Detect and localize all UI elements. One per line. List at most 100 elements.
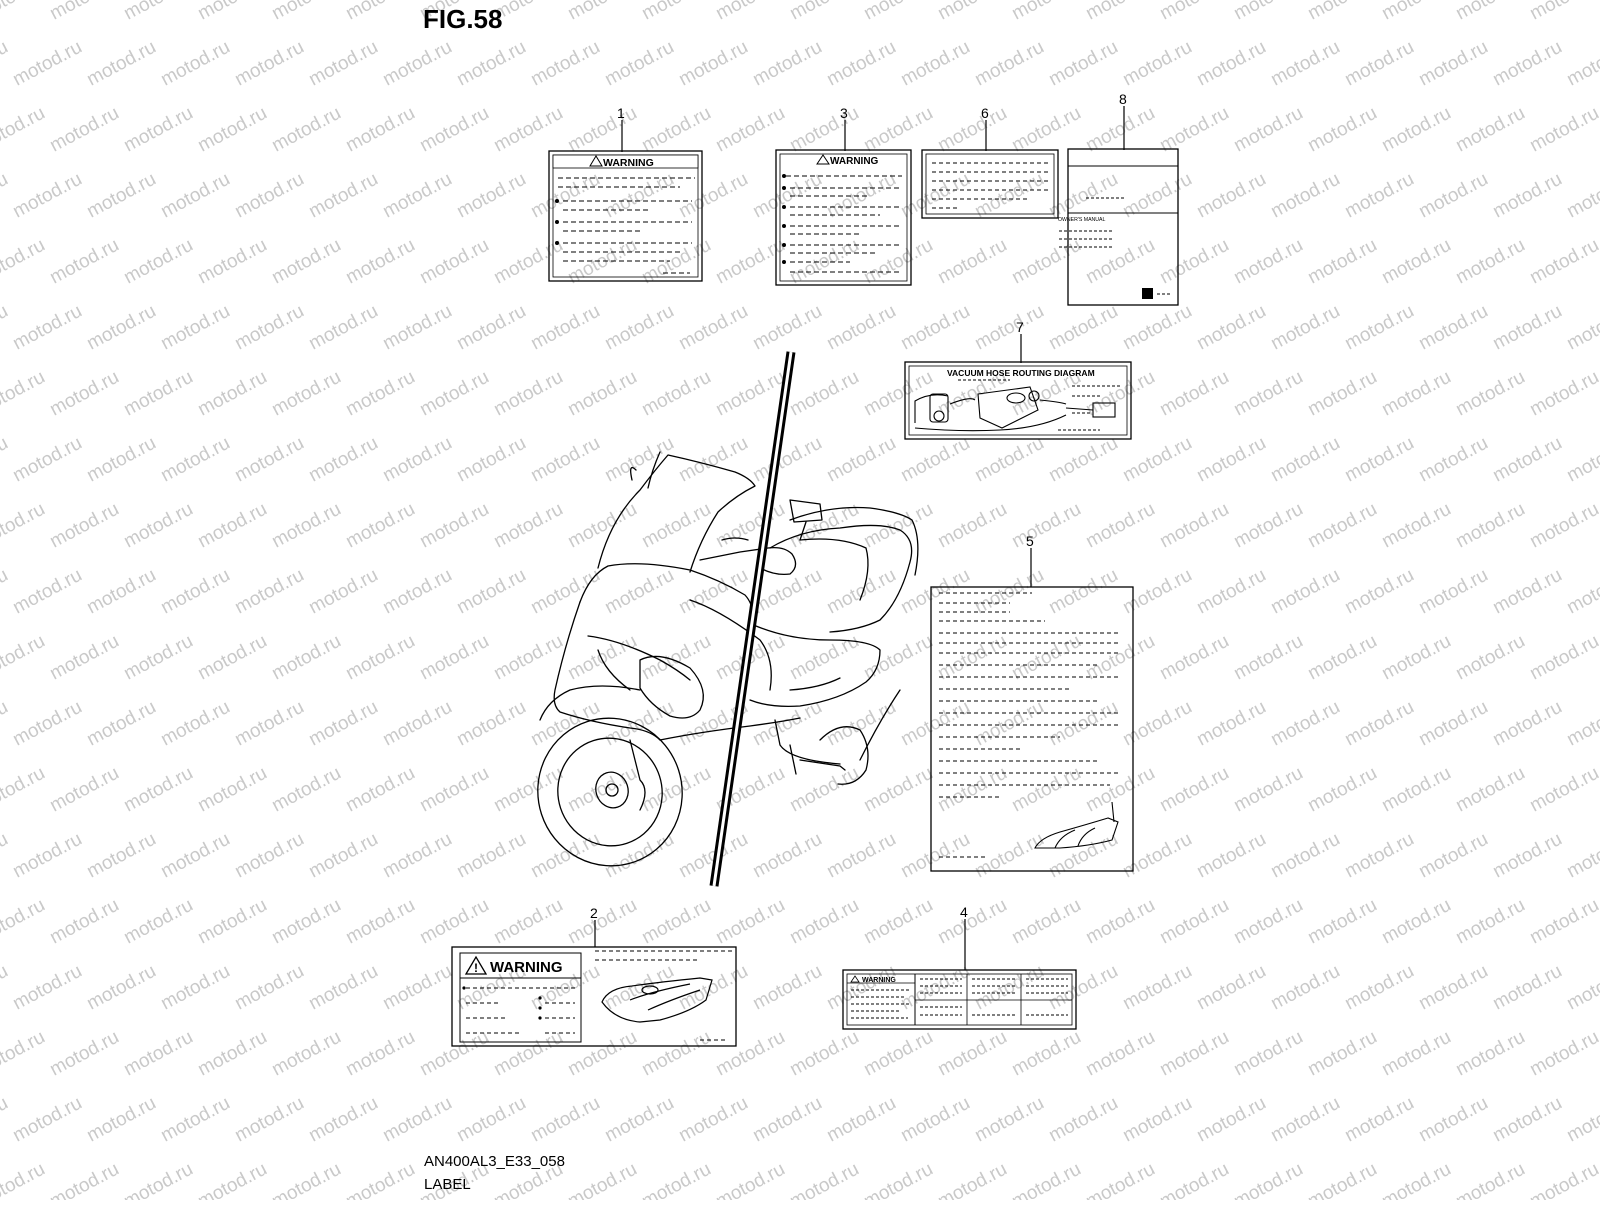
watermark-text: motod.ru	[416, 235, 492, 289]
watermark-text: motod.ru	[46, 0, 122, 24]
watermark-text: motod.ru	[1045, 961, 1121, 1015]
watermark-text: motod.ru	[1193, 433, 1269, 487]
callout-6: 6	[981, 105, 989, 121]
watermark-text: motod.ru	[1267, 961, 1343, 1015]
watermark-text: motod.ru	[1452, 235, 1528, 289]
watermark-text: motod.ru	[342, 103, 418, 157]
watermark-text: motod.ru	[1082, 235, 1158, 289]
watermark-text: motod.ru	[305, 697, 381, 751]
watermark-text: motod.ru	[971, 301, 1047, 355]
watermark-text: motod.ru	[379, 169, 455, 223]
watermark-text: motod.ru	[1082, 499, 1158, 553]
watermark-text: motod.ru	[1415, 301, 1491, 355]
watermark-text: motod.ru	[46, 235, 122, 289]
watermark-text: motod.ru	[46, 895, 122, 949]
watermark-text: motod.ru	[1156, 367, 1232, 421]
watermark-text: motod.ru	[490, 631, 566, 685]
watermark-text: motod.ru	[342, 0, 418, 24]
watermark-text: motod.ru	[564, 367, 640, 421]
watermark-text: motod.ru	[1304, 763, 1380, 817]
watermark-text: motod.ru	[1045, 301, 1121, 355]
watermark-text: motod.ru	[1452, 367, 1528, 421]
watermark-text: motod.ru	[416, 367, 492, 421]
watermark-text: motod.ru	[1156, 895, 1232, 949]
callout-5: 5	[1026, 533, 1034, 549]
watermark-text: motod.ru	[1230, 103, 1306, 157]
watermark-text: motod.ru	[231, 961, 307, 1015]
watermark-text: motod.ru	[194, 1159, 270, 1200]
watermark-text: motod.ru	[1156, 763, 1232, 817]
watermark-text: motod.ru	[712, 0, 788, 24]
watermark-text: motod.ru	[120, 235, 196, 289]
watermark-text: motod.ru	[1341, 301, 1417, 355]
watermark-text: motod.ru	[1193, 565, 1269, 619]
watermark-text: motod.ru	[416, 631, 492, 685]
watermark-text: motod.ru	[1378, 895, 1454, 949]
watermark-text: motod.ru	[0, 367, 49, 421]
watermark-text: motod.ru	[1119, 169, 1195, 223]
watermark-text: motod.ru	[120, 631, 196, 685]
watermark-text: motod.ru	[1082, 0, 1158, 24]
watermark-text: motod.ru	[527, 1093, 603, 1147]
watermark-text: motod.ru	[1008, 0, 1084, 24]
watermark-text: motod.ru	[1045, 1093, 1121, 1147]
watermark-text: motod.ru	[971, 697, 1047, 751]
watermark-text: motod.ru	[601, 1093, 677, 1147]
watermark-text: motod.ru	[1415, 961, 1491, 1015]
watermark-text: motod.ru	[897, 829, 973, 883]
watermark-text: motod.ru	[46, 1159, 122, 1200]
watermark-text: motod.ru	[1526, 367, 1600, 421]
watermark-text: motod.ru	[1008, 499, 1084, 553]
watermark-text: motod.ru	[9, 961, 85, 1015]
watermark-text: motod.ru	[46, 763, 122, 817]
watermark-text: motod.ru	[1563, 1093, 1600, 1147]
watermark-text: motod.ru	[0, 1159, 49, 1200]
watermark-text: motod.ru	[1156, 631, 1232, 685]
watermark-text: motod.ru	[1193, 301, 1269, 355]
watermark-text: motod.ru	[120, 499, 196, 553]
watermark-text: motod.ru	[83, 433, 159, 487]
watermark-text: motod.ru	[1045, 37, 1121, 91]
watermark-text: motod.ru	[194, 0, 270, 24]
watermark-text: motod.ru	[342, 367, 418, 421]
watermark-text: motod.ru	[823, 697, 899, 751]
watermark-text: motod.ru	[638, 499, 714, 553]
watermark-text: motod.ru	[712, 103, 788, 157]
watermark-text: motod.ru	[83, 301, 159, 355]
watermark-text: motod.ru	[712, 895, 788, 949]
watermark-text: motod.ru	[342, 499, 418, 553]
watermark-text: motod.ru	[1415, 829, 1491, 883]
watermark-text: motod.ru	[860, 895, 936, 949]
watermark-text: motod.ru	[934, 103, 1010, 157]
watermark-text: motod.ru	[1304, 103, 1380, 157]
svg-text:!: !	[474, 961, 478, 975]
watermark-text: motod.ru	[1008, 1027, 1084, 1081]
watermark-text: motod.ru	[0, 631, 49, 685]
watermark-text: motod.ru	[1452, 1027, 1528, 1081]
watermark-text: motod.ru	[1378, 1159, 1454, 1200]
watermark-text: motod.ru	[749, 37, 825, 91]
watermark-text: motod.ru	[1489, 565, 1565, 619]
watermark-text: motod.ru	[786, 1159, 862, 1200]
watermark-text: motod.ru	[120, 103, 196, 157]
watermark-text: motod.ru	[823, 433, 899, 487]
watermark-text: motod.ru	[1230, 0, 1306, 24]
watermark-text: motod.ru	[157, 829, 233, 883]
watermark-text: motod.ru	[305, 1093, 381, 1147]
watermark-text: motod.ru	[1378, 235, 1454, 289]
watermark-text: motod.ru	[379, 565, 455, 619]
watermark-text: motod.ru	[786, 1027, 862, 1081]
watermark-text: motod.ru	[823, 37, 899, 91]
watermark-text: motod.ru	[1452, 763, 1528, 817]
watermark-text: motod.ru	[1489, 1093, 1565, 1147]
watermark-text: motod.ru	[120, 1027, 196, 1081]
watermark-text: motod.ru	[305, 169, 381, 223]
watermark-text: motod.ru	[1119, 829, 1195, 883]
watermark-text: motod.ru	[342, 1027, 418, 1081]
watermark-text: motod.ru	[1230, 763, 1306, 817]
watermark-text: motod.ru	[527, 565, 603, 619]
watermark-text: motod.ru	[564, 0, 640, 24]
watermark-text: motod.ru	[1267, 37, 1343, 91]
watermark-text: motod.ru	[416, 763, 492, 817]
